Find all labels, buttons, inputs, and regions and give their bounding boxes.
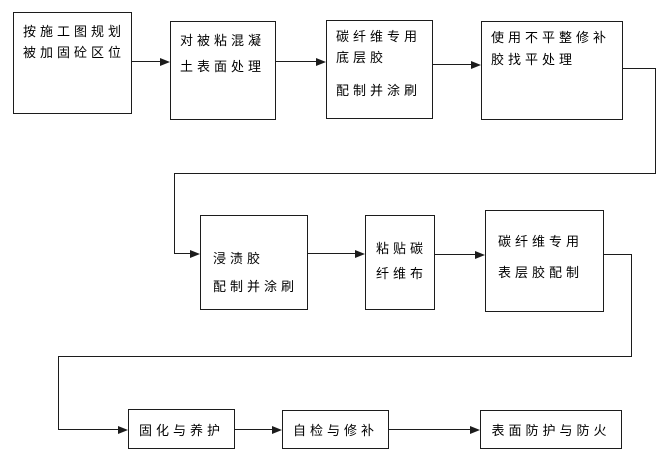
flow-step-plan-area: 按施工图规划 被加固砼区位 <box>13 12 132 114</box>
connector-step4-step5-segment <box>623 68 656 69</box>
step-text-line: 固化与养护 <box>138 423 224 439</box>
step-text-line: 被加固砼区位 <box>23 46 126 61</box>
step-text-line: 自检与修补 <box>292 424 378 439</box>
step-text-line: 土表面处理 <box>180 60 266 75</box>
arrowhead-icon <box>316 58 326 66</box>
flow-step-primer-adhesive: 碳纤维专用 底层胶 配制并涂刷 <box>326 20 433 119</box>
flow-step-leveling-repair: 使用不平整修补 胶找平处理 <box>481 21 623 120</box>
step-text-line: 粘贴碳 <box>376 242 428 257</box>
connector-step3-step4 <box>433 64 473 65</box>
connector-step7-step8-segment <box>58 356 59 430</box>
connector-step7-step8-segment <box>604 254 632 255</box>
flow-step-self-inspection: 自检与修补 <box>282 410 389 449</box>
connector-step7-step8-segment <box>58 356 632 357</box>
arrowhead-icon <box>160 58 170 66</box>
connector-step7-step8-segment <box>631 254 632 357</box>
connector-step9-step10 <box>389 429 472 430</box>
step-text-line: 碳纤维专用 <box>498 235 584 250</box>
flow-step-top-coat-adhesive: 碳纤维专用 表层胶配制 <box>485 210 604 312</box>
arrowhead-icon <box>475 251 485 259</box>
connector-step4-step5-segment <box>174 173 656 174</box>
connector-step4-step5-segment <box>174 173 175 254</box>
step-text-line: 按施工图规划 <box>23 25 126 40</box>
connector-step6-step7 <box>435 254 477 255</box>
arrowhead-icon <box>355 250 365 258</box>
step-text-line: 碳纤维专用 <box>336 30 422 45</box>
connector-step5-step6 <box>308 253 357 254</box>
step-text-line: 底层胶 <box>336 51 388 66</box>
arrowhead-icon <box>272 426 282 434</box>
step-text-line: 配制并涂刷 <box>213 280 299 295</box>
connector-step4-step5-segment <box>655 68 656 174</box>
connector-step4-step5-segment <box>174 253 192 254</box>
arrowhead-icon <box>190 250 200 258</box>
flow-step-paste-carbon-fiber: 粘贴碳 纤维布 <box>365 215 435 310</box>
step-text-line: 胶找平处理 <box>491 53 577 68</box>
step-text-line: 表面防护与防火 <box>491 424 611 439</box>
arrowhead-icon <box>471 61 481 69</box>
step-text-line: 浸渍胶 <box>213 252 265 267</box>
connector-step1-step2 <box>132 61 162 62</box>
step-text-line: 配制并涂刷 <box>336 84 422 99</box>
connector-step8-step9 <box>235 429 274 430</box>
arrowhead-icon <box>118 426 128 434</box>
connector-step7-step8-segment <box>58 429 120 430</box>
arrowhead-icon <box>470 426 480 434</box>
step-text-line: 对被粘混凝 <box>180 34 266 49</box>
step-text-line: 表层胶配制 <box>498 266 584 281</box>
connector-step2-step3 <box>276 61 318 62</box>
step-text-line: 使用不平整修补 <box>491 31 611 46</box>
flow-step-impregnating-adhesive: 浸渍胶 配制并涂刷 <box>200 215 308 310</box>
flow-step-surface-protection: 表面防护与防火 <box>480 410 622 449</box>
flow-step-curing: 固化与养护 <box>128 409 235 449</box>
step-text-line: 纤维布 <box>376 267 428 282</box>
flow-step-surface-treatment: 对被粘混凝 土表面处理 <box>170 21 276 120</box>
